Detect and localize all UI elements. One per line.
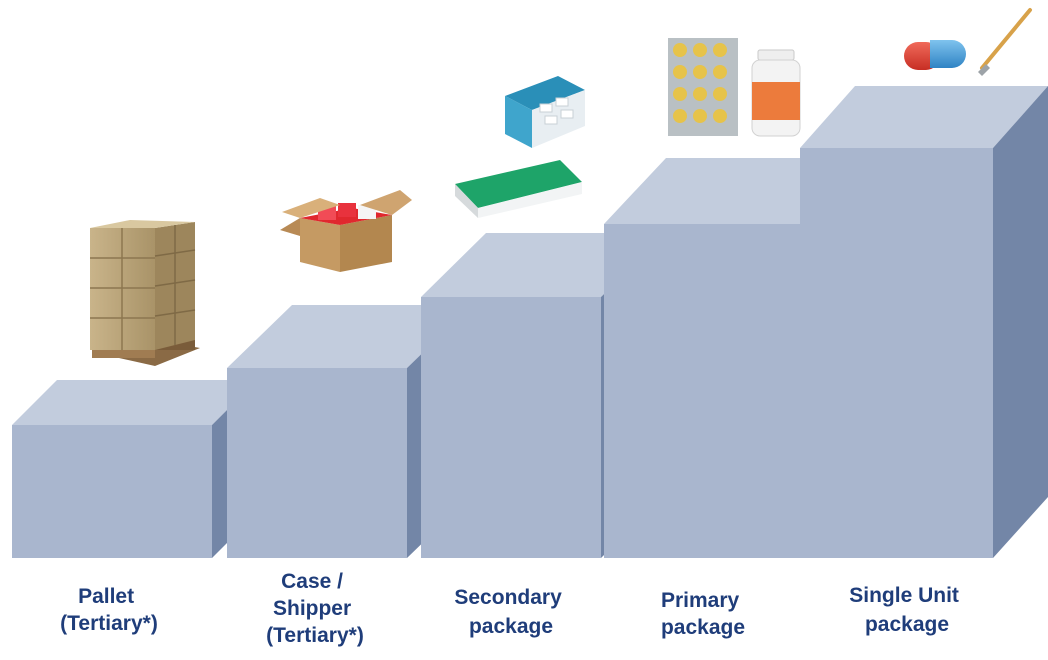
step-single-front bbox=[800, 148, 993, 558]
label-pallet: Pallet (Tertiary*) bbox=[60, 585, 158, 635]
capsule-and-scalpel-icon bbox=[904, 8, 1032, 76]
label-single: Single Unit package bbox=[849, 584, 965, 636]
step-secondary-front bbox=[421, 297, 601, 558]
step-labels: Pallet (Tertiary*) Case / Shipper (Terti… bbox=[60, 570, 965, 647]
label-primary: Primary package bbox=[661, 589, 745, 639]
step-primary-top bbox=[604, 158, 862, 224]
step-pallet-front bbox=[12, 425, 212, 558]
label-case: Case / Shipper (Tertiary*) bbox=[266, 570, 364, 647]
step-primary-front bbox=[604, 224, 800, 558]
pallet-of-boxes-icon bbox=[90, 220, 200, 366]
open-shipper-box-icon bbox=[280, 190, 412, 272]
step-single-side bbox=[993, 86, 1048, 558]
blister-pack-and-bottle-icon bbox=[668, 38, 801, 137]
step-pallet bbox=[12, 380, 257, 558]
step-case-front bbox=[227, 368, 407, 558]
medicine-carton-icon bbox=[455, 76, 585, 218]
step-case-top bbox=[227, 305, 472, 368]
label-secondary: Secondary package bbox=[454, 586, 567, 638]
step-pallet-top bbox=[12, 380, 257, 425]
step-single-top bbox=[800, 86, 1048, 148]
step-single bbox=[800, 86, 1048, 558]
